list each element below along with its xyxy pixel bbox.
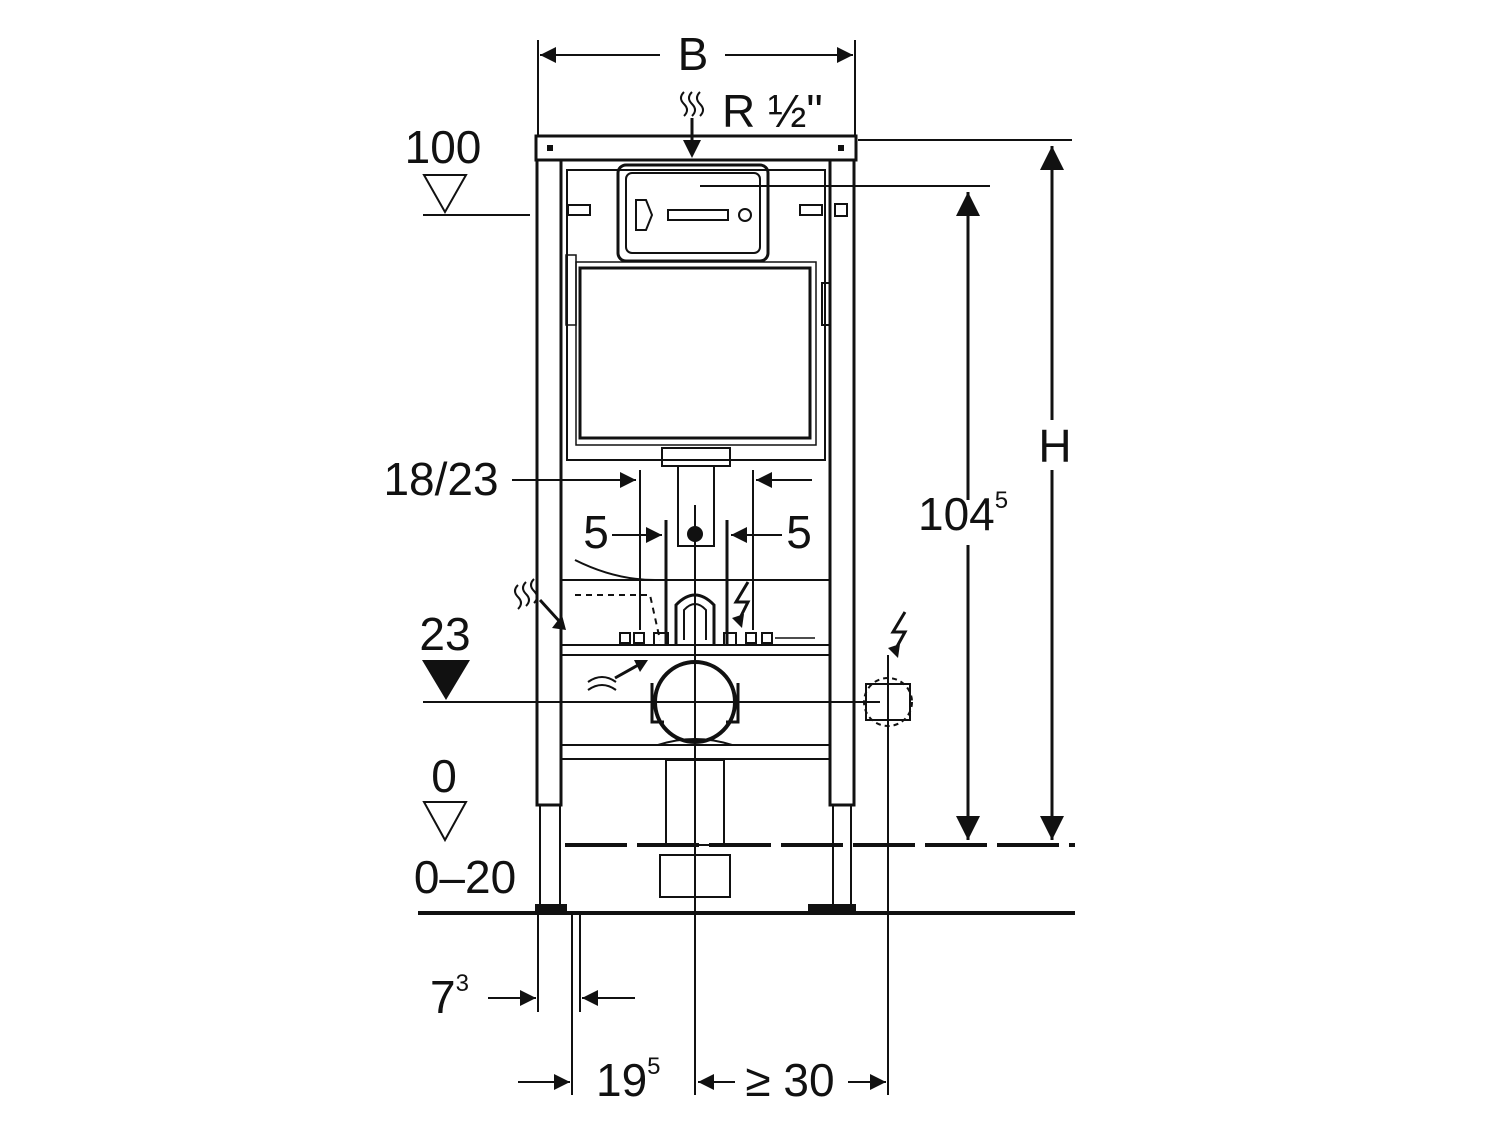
side-offset-dimension: 18/23 — [383, 453, 812, 505]
drain-offset-value: 19 — [596, 1054, 647, 1106]
flush-height-superscript: 5 — [995, 487, 1008, 514]
right-5-dimension: 5 — [731, 506, 812, 558]
drain-offset-superscript: 5 — [647, 1053, 660, 1080]
width-dimension: B — [537, 28, 856, 135]
width-label: B — [678, 28, 709, 80]
power-distance-dimension: ≥ 30 — [698, 1054, 886, 1106]
electric-icon — [888, 611, 908, 658]
left-5-dimension: 5 — [583, 506, 662, 558]
svg-text:73: 73 — [430, 970, 469, 1023]
level-marker-0: 0 — [422, 750, 468, 843]
water-supply-icon — [514, 578, 566, 630]
power-socket-box — [863, 655, 913, 1095]
frame-depth-superscript: 3 — [456, 970, 469, 997]
height-label: H — [1038, 420, 1071, 472]
power-distance-label: ≥ 30 — [745, 1054, 834, 1106]
left-5-label: 5 — [583, 506, 609, 558]
electric-icon — [732, 581, 751, 628]
side-offset-label: 18/23 — [383, 453, 498, 505]
frame-depth-dimension: 73 — [430, 913, 635, 1095]
level-23-label: 23 — [419, 608, 470, 660]
svg-text:195: 195 — [596, 1053, 661, 1106]
water-connection-label: R ½" — [722, 85, 823, 137]
level-100-label: 100 — [405, 121, 482, 173]
total-height-dimension: H — [858, 139, 1072, 840]
frame-depth-value: 7 — [430, 971, 456, 1023]
svg-text:1045: 1045 — [918, 487, 1008, 540]
level-marker-100: 100 — [405, 121, 482, 215]
floor-range-label: 0–20 — [414, 851, 516, 903]
water-supply-icon — [680, 91, 704, 158]
level-marker-23: 23 — [419, 608, 471, 700]
drain-icon — [587, 660, 648, 691]
right-5-label: 5 — [786, 506, 812, 558]
floor-lines — [418, 214, 1075, 915]
level-0-label: 0 — [431, 750, 457, 802]
flush-height-value: 104 — [918, 488, 995, 540]
drain-offset-dimension: 195 — [518, 1053, 661, 1106]
flush-height-dimension: 1045 — [700, 185, 1008, 840]
